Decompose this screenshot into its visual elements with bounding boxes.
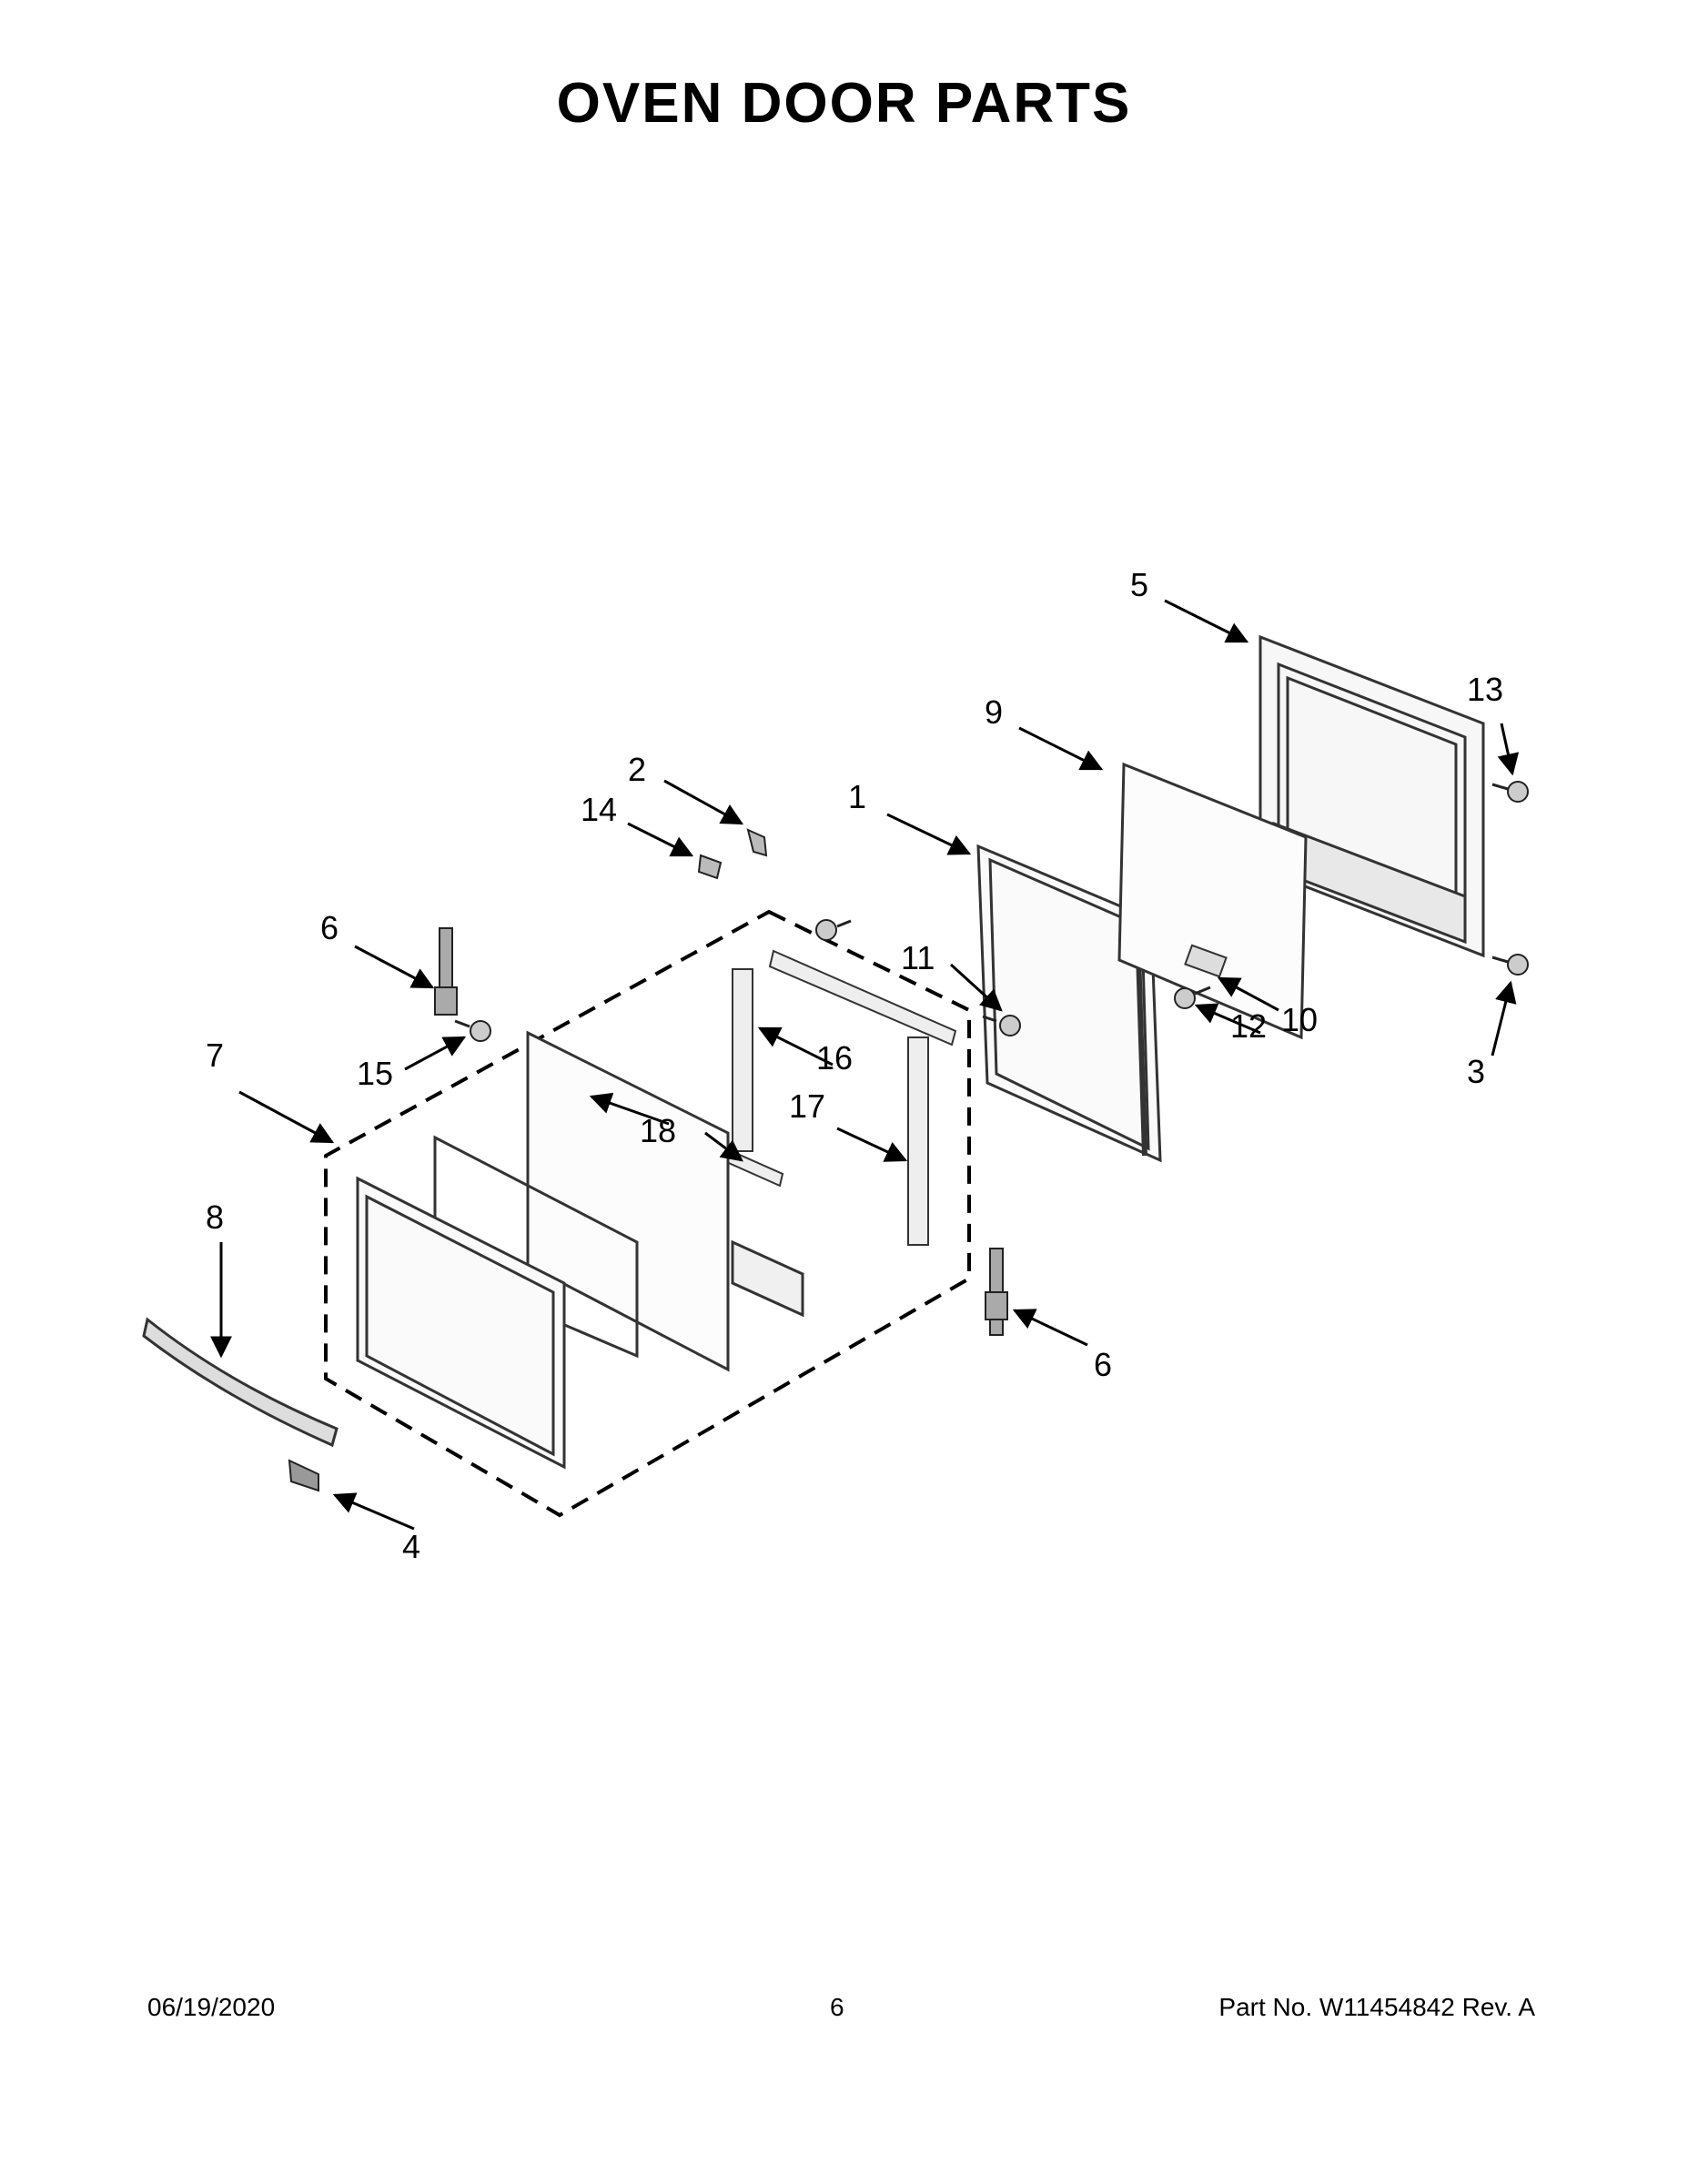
callout-3: 3 bbox=[1467, 1053, 1485, 1090]
footer-part-number: Part No. W11454842 Rev. A bbox=[1218, 1993, 1535, 2021]
callout-14: 14 bbox=[581, 791, 617, 828]
callout-11: 11 bbox=[901, 939, 935, 976]
screw-icon bbox=[454, 781, 1529, 1042]
callout-18: 18 bbox=[640, 1112, 676, 1149]
callout-2: 2 bbox=[628, 751, 646, 788]
callout-15: 15 bbox=[357, 1055, 393, 1092]
callout-1: 1 bbox=[848, 778, 866, 815]
callout-7: 7 bbox=[206, 1036, 224, 1074]
callout-13: 13 bbox=[1467, 671, 1503, 708]
door-assembly-boundary bbox=[324, 909, 971, 1518]
part-door-trim bbox=[142, 1317, 339, 1448]
leader-lines bbox=[210, 599, 1520, 1531]
callout-5: 5 bbox=[1130, 566, 1148, 603]
callout-12: 12 bbox=[1230, 1007, 1267, 1045]
hinge-icon bbox=[434, 927, 1008, 1336]
part-glass-clip bbox=[1184, 944, 1228, 978]
part-outer-door-panel bbox=[356, 1176, 566, 1470]
footer-date: 06/19/2020 bbox=[147, 1993, 276, 2021]
part-bracket bbox=[746, 828, 768, 857]
part-outer-glass bbox=[1117, 762, 1308, 1040]
callout-17: 17 bbox=[789, 1087, 825, 1125]
callout-9: 9 bbox=[985, 693, 1003, 731]
part-hinge-clip bbox=[288, 1459, 319, 1492]
callout-16: 16 bbox=[816, 1039, 853, 1077]
callout-8: 8 bbox=[206, 1198, 224, 1236]
callout-6-bottom: 6 bbox=[1094, 1346, 1112, 1383]
part-latch bbox=[697, 854, 723, 880]
page-title: OVEN DOOR PARTS bbox=[556, 72, 1132, 135]
footer-page-number: 6 bbox=[830, 1993, 844, 2021]
callout-4: 4 bbox=[402, 1528, 420, 1565]
callout-10: 10 bbox=[1281, 1001, 1318, 1038]
callout-6-top: 6 bbox=[320, 909, 339, 946]
